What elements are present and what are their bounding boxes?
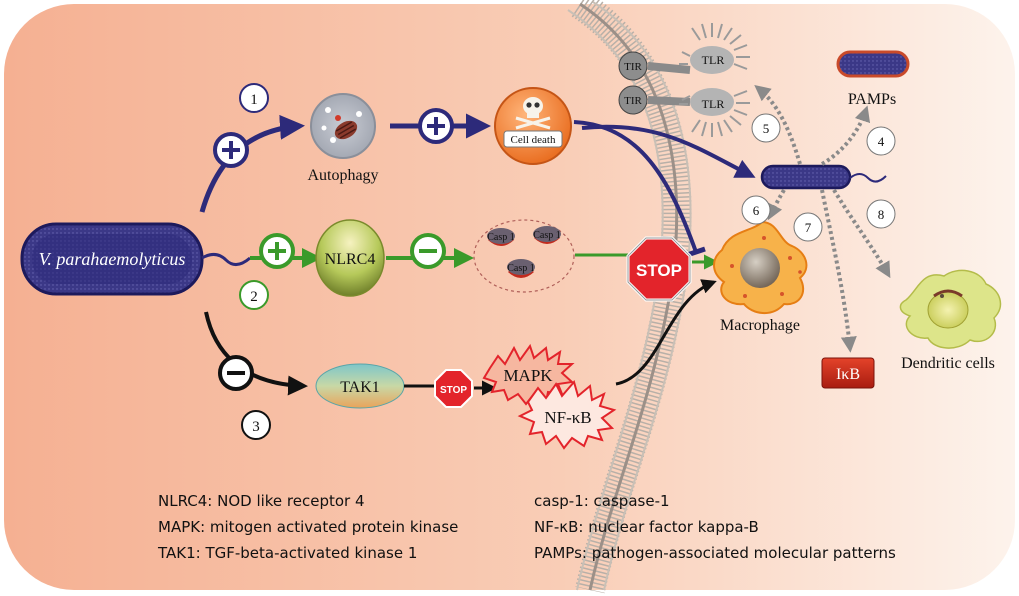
path2-number: 2 — [250, 289, 258, 305]
caspase-molecule-2 — [533, 226, 561, 244]
badge-5: 5 — [763, 121, 770, 136]
central-bacterium — [760, 164, 852, 190]
dendritic-label: Dendritic cells — [901, 355, 995, 372]
legend-casp1: casp-1: caspase-1 — [534, 492, 670, 510]
skull-icon — [515, 97, 551, 130]
cell-death-node — [494, 87, 572, 165]
nlrc4-node — [315, 219, 385, 297]
autophagy-label: Autophagy — [307, 167, 378, 184]
path2-number-badge — [239, 280, 269, 310]
arrow-4-to-pamps — [820, 105, 871, 166]
mapk-burst — [482, 343, 575, 406]
path3-number-badge — [241, 410, 271, 440]
source-label: V. parahaemolyticus — [39, 249, 186, 269]
macrophage-label: Macrophage — [720, 317, 800, 334]
tlr-receptor-complex — [618, 23, 750, 137]
nfkb-to-macrophage-arrow — [615, 279, 717, 386]
caspase-label-1: Casp 1 — [487, 232, 515, 243]
large-stop-sign — [626, 236, 692, 302]
legend-right: casp-1: caspase-1 NF-κB: nuclear factor … — [534, 488, 896, 566]
large-stop-label: STOP — [636, 261, 682, 280]
pamps-bacterium — [836, 50, 910, 78]
tak1-label: TAK1 — [340, 379, 380, 396]
badge-7: 7 — [805, 220, 812, 235]
dendritic-cell — [899, 269, 1002, 349]
small-stop-label: STOP — [440, 385, 467, 396]
central-bacterium-flagellum — [849, 173, 887, 183]
source-flagellum — [201, 253, 251, 266]
legend-pamps: PAMPs: pathogen-associated molecular pat… — [534, 544, 896, 562]
path3-number: 3 — [252, 419, 260, 435]
caspase-label-2: Casp 1 — [533, 230, 561, 241]
caspase-label-3: Casp 1 — [507, 263, 535, 274]
ikb-label: IκB — [836, 366, 860, 383]
arrow-8-to-dendritic — [832, 188, 891, 279]
cell-death-to-bacterium-arrow — [581, 124, 756, 178]
path1-number-badge — [239, 83, 269, 113]
caspase-molecule-3 — [507, 259, 535, 278]
legend-nlrc4: NLRC4: NOD like receptor 4 — [158, 492, 365, 510]
legend-nfkb: NF-κB: nuclear factor kappa-B — [534, 518, 759, 536]
path1-number: 1 — [250, 92, 258, 108]
mapk-label: MAPK — [503, 366, 553, 385]
badge-4: 4 — [878, 134, 885, 149]
small-stop-sign — [434, 369, 473, 408]
arrow-6-to-macrophage — [767, 188, 786, 221]
nlrc4-label: NLRC4 — [325, 251, 376, 268]
tlr-label-2: TLR — [702, 97, 725, 111]
badge-8: 8 — [878, 207, 885, 222]
nfkb-burst — [517, 379, 617, 450]
tir-label-1: TIR — [624, 61, 642, 73]
arrow-5-to-tlr — [754, 84, 802, 165]
cell-death-label: Cell death — [511, 134, 556, 146]
background-panel — [4, 4, 1015, 590]
tir-label-2: TIR — [624, 95, 642, 107]
pamps-label: PAMPs — [848, 91, 896, 108]
right-number-badges — [741, 113, 896, 242]
caspase-cluster — [473, 219, 575, 293]
macrophage-cell — [713, 220, 808, 314]
badge-6: 6 — [753, 203, 760, 218]
caspase-molecule-1 — [487, 228, 515, 246]
tlr-label-1: TLR — [702, 53, 725, 67]
legend-left: NLRC4: NOD like receptor 4 MAPK: mitogen… — [158, 488, 458, 566]
ikb-box — [821, 357, 875, 389]
autophagy-cell — [310, 93, 376, 159]
arrow-7-to-ikb — [820, 189, 857, 353]
nfkb-label: NF-κB — [544, 408, 591, 427]
legend-mapk: MAPK: mitogen activated protein kinase — [158, 518, 459, 536]
legend-tak1: TAK1: TGF-beta-activated kinase 1 — [158, 544, 418, 562]
